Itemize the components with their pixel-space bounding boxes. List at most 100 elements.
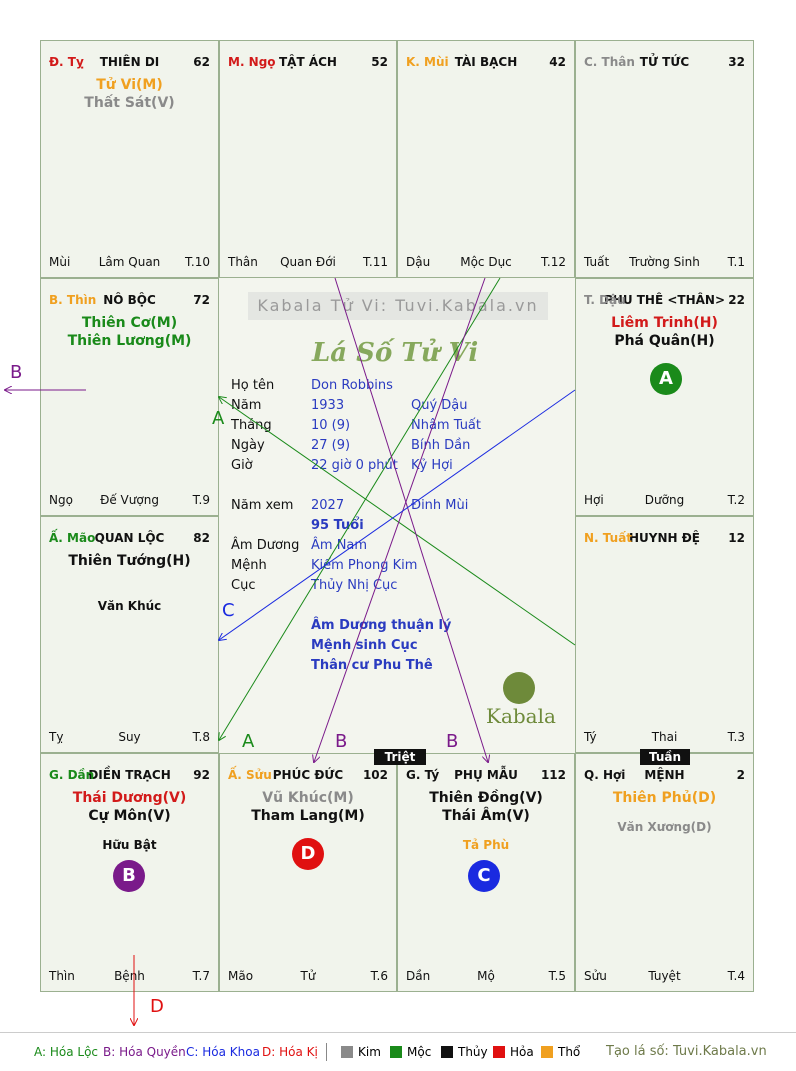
main-star: Thái Âm(V): [442, 808, 530, 824]
legend-thuy: Thủy: [458, 1045, 488, 1059]
main-star: Thiên Cơ(M): [81, 315, 178, 331]
branch-label: M. Ngọ: [228, 55, 276, 69]
site-link[interactable]: Tạo lá số: Tuvi.Kabala.vn: [606, 1044, 767, 1059]
cell-bottom-left: Tý: [584, 730, 597, 744]
palace-age: 32: [728, 55, 745, 69]
sub-star: Văn Xương(D): [617, 820, 712, 834]
cell-bottom-center: Mộc Dục: [460, 255, 512, 269]
cell-bottom-right: T.6: [370, 969, 388, 983]
main-star: Thái Dương(V): [72, 790, 187, 806]
cell-bottom-center: Mộ: [477, 969, 495, 983]
palace-age: 62: [193, 55, 210, 69]
cell-bottom-right: T.10: [185, 255, 210, 269]
swatch-kim: [341, 1046, 353, 1058]
value-age: 95 Tuổi: [311, 518, 364, 533]
label-day: Ngày: [231, 438, 265, 453]
hoa-marker-d: D: [292, 838, 324, 870]
palace-age: 2: [736, 768, 745, 782]
swatch-moc: [390, 1046, 402, 1058]
palace-age: 22: [728, 293, 745, 307]
legend-hoa: Hỏa: [510, 1045, 534, 1059]
palace-name: MỆNH: [644, 768, 685, 782]
kabala-logo: Kabala: [486, 672, 556, 728]
legend-moc: Mộc: [407, 1045, 432, 1059]
main-star: Thất Sát(V): [84, 95, 175, 111]
palace-age: 82: [193, 531, 210, 545]
branch-label: Đ. Tỵ: [49, 55, 84, 69]
logo-text: Kabala: [486, 704, 556, 728]
branch-label: C. Thân: [584, 55, 635, 69]
tree-logo-icon: [503, 672, 535, 704]
cell-bottom-left: Ngọ: [49, 493, 73, 507]
cell-bottom-right: T.11: [363, 255, 388, 269]
label-month: Tháng: [231, 418, 272, 433]
cell-bottom-center: Thai: [651, 730, 678, 744]
value-cuc: Thủy Nhị Cục: [311, 578, 398, 593]
hoa-marker-a: A: [650, 363, 682, 395]
branch-label: G. Tý: [406, 768, 440, 782]
palace-name: NÔ BỘC: [103, 293, 156, 307]
cell-bottom-center: Quan Đới: [280, 255, 336, 269]
label-hour: Giờ: [231, 458, 253, 473]
value-day: 27 (9): [311, 438, 351, 453]
swatch-hoa: [493, 1046, 505, 1058]
label-cuc: Cục: [231, 578, 256, 593]
value-year: 1933: [311, 398, 345, 413]
palace-name: TẬT ÁCH: [279, 55, 337, 69]
palace-name: QUAN LỘC: [94, 531, 165, 545]
edge-label-c: C: [222, 600, 235, 621]
aspect-line-b2: [314, 277, 486, 762]
cell-bottom-right: T.8: [192, 730, 210, 744]
cell-bottom-right: T.1: [727, 255, 745, 269]
main-star: Cự Môn(V): [88, 808, 171, 824]
branch-label: N. Tuất: [584, 531, 633, 545]
edge-label-d: D: [150, 996, 164, 1017]
cell-bottom-right: T.9: [192, 493, 210, 507]
branch-label: G. Dần: [49, 768, 95, 782]
main-star: Thiên Đồng(V): [429, 790, 543, 806]
sub-star: Văn Khúc: [97, 599, 162, 613]
main-star: Phá Quân(H): [614, 333, 715, 349]
value-view-year: 2027: [311, 498, 345, 513]
cell-bottom-center: Tử: [300, 969, 316, 983]
swatch-tho: [541, 1046, 553, 1058]
value-name: Don Robbins: [311, 378, 393, 393]
label-menh: Mệnh: [231, 558, 267, 573]
note-am-duong: Âm Dương thuận lý: [311, 618, 452, 633]
cell-bottom-left: Dậu: [406, 255, 431, 269]
cell-bottom-center: Đế Vượng: [100, 493, 159, 507]
main-star: Vũ Khúc(M): [262, 790, 354, 806]
legend-hoa-loc: A: Hóa Lộc: [34, 1045, 99, 1059]
legend-hoa-khoa: C: Hóa Khoa: [186, 1045, 260, 1059]
legend-hoa-ki: D: Hóa Kị: [262, 1045, 318, 1059]
main-star: Liêm Trinh(H): [611, 315, 718, 331]
cell-bottom-left: Thân: [228, 255, 258, 269]
edge-label-a: A: [242, 731, 255, 752]
cell-bottom-right: T.5: [548, 969, 566, 983]
cell-bottom-center: Tuyệt: [648, 969, 681, 983]
palace-name: PHÚC ĐỨC: [272, 768, 344, 782]
cell-bottom-right: T.2: [727, 493, 745, 507]
cell-bottom-center: Dưỡng: [644, 493, 685, 507]
main-star: Tử Vi(M): [96, 77, 163, 93]
hoa-marker-b: B: [113, 860, 145, 892]
value-month: 10 (9): [311, 418, 351, 433]
branch-label: T. Dậu: [584, 293, 626, 307]
palace-name: TỬ TỨC: [639, 55, 690, 69]
palace-age: 102: [362, 768, 388, 782]
script-title: Lá Số Tử Vi: [312, 338, 479, 368]
palace-age: 52: [371, 55, 388, 69]
